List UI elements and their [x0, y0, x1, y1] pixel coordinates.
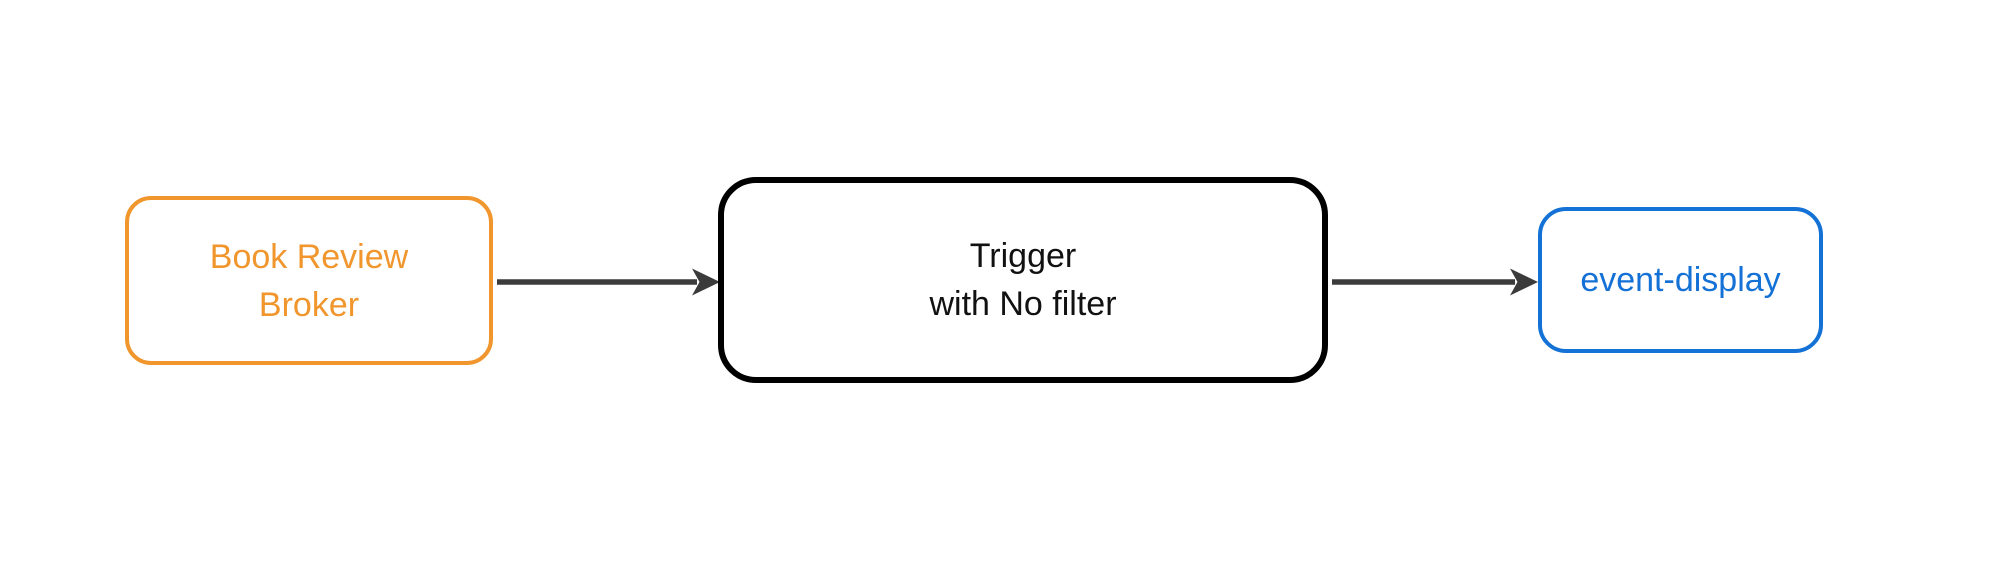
arrow-broker-to-trigger: [497, 268, 720, 296]
arrow-trigger-to-event-display: [1332, 268, 1538, 296]
node-broker-label-line2: Broker: [258, 285, 360, 324]
node-event-display: event-display: [1538, 207, 1823, 353]
arrowhead-icon: [1510, 268, 1538, 296]
node-event-display-label: event-display: [1580, 261, 1781, 299]
node-trigger-no-filter: Trigger with No filter: [718, 177, 1328, 383]
node-broker-label-line1: Book Review: [209, 237, 409, 276]
node-trigger-label-line1: Trigger: [969, 237, 1077, 275]
node-trigger-label-line2: with No filter: [929, 285, 1117, 323]
node-book-review-broker: Book Review Broker: [125, 196, 493, 365]
arrowhead-icon: [692, 268, 720, 296]
